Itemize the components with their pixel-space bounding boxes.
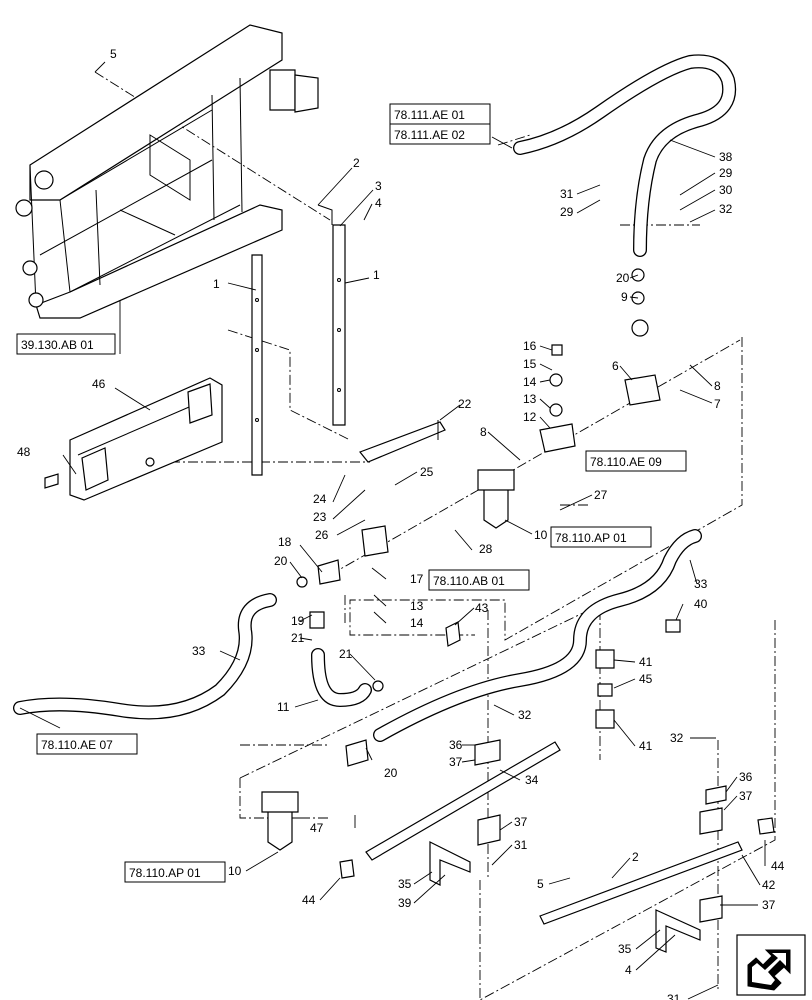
callout-30: 30 xyxy=(719,183,733,197)
callout-5: 5 xyxy=(537,877,544,891)
callout-35: 35 xyxy=(618,942,632,956)
callout-16: 16 xyxy=(523,339,537,353)
callout-6: 6 xyxy=(612,359,619,373)
filters xyxy=(261,469,515,851)
callout-11: 11 xyxy=(277,700,290,714)
callout-36: 36 xyxy=(739,770,753,784)
bracket xyxy=(359,420,446,463)
callout-8: 8 xyxy=(714,379,721,393)
callout-36: 36 xyxy=(449,738,463,752)
callout-10: 10 xyxy=(534,528,548,542)
callout-21: 21 xyxy=(339,647,353,661)
callout-48: 48 xyxy=(17,445,31,459)
callout-14: 14 xyxy=(410,616,424,630)
callout-33: 33 xyxy=(192,644,206,658)
mounting-plate xyxy=(44,377,223,501)
rods xyxy=(365,741,743,925)
boom-frame xyxy=(15,24,319,319)
callout-23: 23 xyxy=(313,510,327,524)
callout-1: 1 xyxy=(213,277,220,291)
callout-8: 8 xyxy=(480,425,487,439)
callout-31: 31 xyxy=(560,187,574,201)
callout-47: 47 xyxy=(310,821,324,835)
callout-37: 37 xyxy=(762,898,776,912)
callout-12: 12 xyxy=(523,410,537,424)
upper-tube xyxy=(513,54,737,257)
callout-18: 18 xyxy=(278,535,292,549)
callout-numbers: 5 2 3 4 1 1 46 48 22 24 23 25 26 28 27 1… xyxy=(17,47,785,1000)
ref-78-110-ap-01: 78.110.AP 01 xyxy=(555,531,627,545)
callout-4: 4 xyxy=(625,963,632,977)
callout-15: 15 xyxy=(523,357,537,371)
callout-37: 37 xyxy=(739,789,753,803)
main-tube xyxy=(13,529,702,742)
callout-31: 31 xyxy=(514,838,528,852)
callout-32: 32 xyxy=(719,202,733,216)
callout-38: 38 xyxy=(719,150,733,164)
callout-40: 40 xyxy=(694,597,708,611)
callout-10: 10 xyxy=(228,864,242,878)
ref-78-110-ae-09: 78.110.AE 09 xyxy=(590,455,662,469)
callout-25: 25 xyxy=(420,465,434,479)
callout-33: 33 xyxy=(694,577,708,591)
callout-35: 35 xyxy=(398,877,412,891)
fittings xyxy=(296,268,775,879)
callout-39: 39 xyxy=(398,896,412,910)
callout-13: 13 xyxy=(410,599,424,613)
callout-37: 37 xyxy=(514,815,528,829)
leader-lines xyxy=(19,61,766,1000)
ref-78-110-ae-07: 78.110.AE 07 xyxy=(41,738,113,752)
callout-14: 14 xyxy=(523,375,537,389)
callout-29: 29 xyxy=(719,166,733,180)
callout-5: 5 xyxy=(110,47,117,61)
callout-46: 46 xyxy=(92,377,106,391)
callout-34: 34 xyxy=(525,773,539,787)
callout-26: 26 xyxy=(315,528,329,542)
ref-78-111-ae-02: 78.111.AE 02 xyxy=(394,128,465,142)
callout-2: 2 xyxy=(353,156,360,170)
callout-24: 24 xyxy=(313,492,327,506)
callout-9: 9 xyxy=(621,290,628,304)
hose xyxy=(311,648,372,707)
callout-17: 17 xyxy=(410,572,424,586)
clamp-brackets xyxy=(429,739,727,953)
ref-78-110-ap-01-lower: 78.110.AP 01 xyxy=(129,866,201,880)
direction-arrow-icon xyxy=(736,934,806,996)
callout-7: 7 xyxy=(714,397,721,411)
callout-13: 13 xyxy=(523,392,537,406)
callout-20: 20 xyxy=(384,766,398,780)
ref-39-130-ab-01: 39.130.AB 01 xyxy=(21,338,94,352)
support-straps xyxy=(251,204,346,476)
callout-45: 45 xyxy=(639,672,653,686)
callout-28: 28 xyxy=(479,542,493,556)
callout-43: 43 xyxy=(475,601,489,615)
callout-20: 20 xyxy=(274,554,288,568)
callout-3: 3 xyxy=(375,179,382,193)
callout-42: 42 xyxy=(762,878,776,892)
callout-29: 29 xyxy=(560,205,574,219)
ref-78-111-ae-01: 78.111.AE 01 xyxy=(394,108,465,122)
callout-21: 21 xyxy=(291,631,305,645)
callout-20: 20 xyxy=(616,271,630,285)
callout-32: 32 xyxy=(518,708,532,722)
callout-4: 4 xyxy=(375,196,382,210)
callout-27: 27 xyxy=(594,488,608,502)
callout-2: 2 xyxy=(632,850,639,864)
callout-1: 1 xyxy=(373,268,380,282)
callout-44: 44 xyxy=(302,893,316,907)
callout-19: 19 xyxy=(291,614,305,628)
callout-22: 22 xyxy=(458,397,472,411)
callout-41: 41 xyxy=(639,655,653,669)
callout-44: 44 xyxy=(771,859,785,873)
callout-37: 37 xyxy=(449,755,463,769)
reference-labels: 39.130.AB 01 78.111.AE 01 78.111.AE 02 7… xyxy=(16,103,687,883)
callout-41: 41 xyxy=(639,739,653,753)
ref-78-110-ab-01: 78.110.AB 01 xyxy=(433,574,505,588)
callout-31: 31 xyxy=(667,992,681,1000)
callout-32: 32 xyxy=(670,731,684,745)
